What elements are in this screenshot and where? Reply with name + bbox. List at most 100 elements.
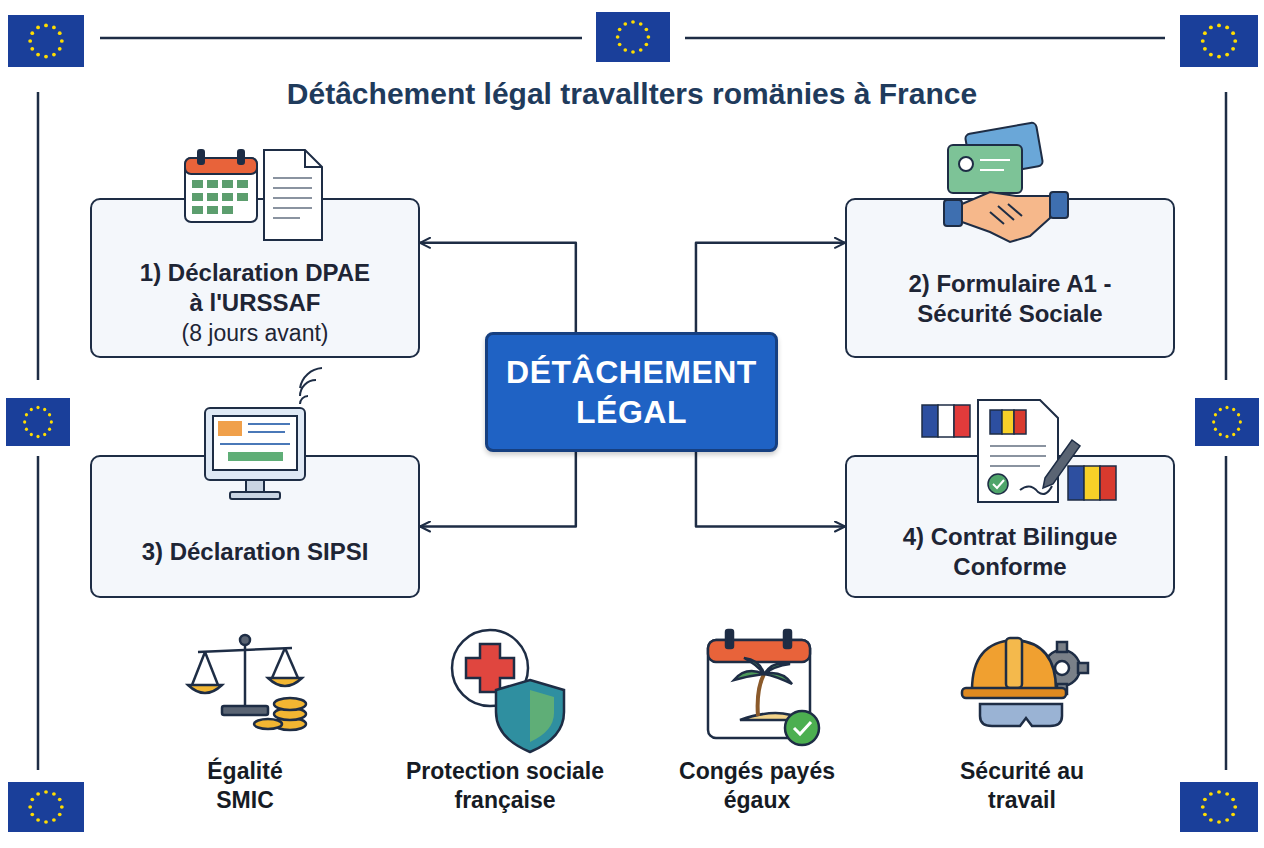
icon-part (466, 644, 514, 692)
icon-part (708, 640, 810, 662)
icon-part (192, 652, 205, 685)
eu-flags (6, 12, 1259, 832)
icon-part (922, 405, 938, 437)
icon-part (785, 711, 819, 745)
node-note: (8 jours avant) (181, 318, 328, 348)
icon-part (1057, 642, 1067, 652)
icon-part (948, 145, 1022, 193)
icon-part (205, 652, 218, 685)
icon-part (1195, 398, 1259, 446)
icon-part (959, 157, 973, 171)
icon-part (1225, 456, 1228, 770)
arrow-connector (696, 243, 845, 332)
icon-part (1036, 663, 1046, 673)
hard-hat-icon (962, 638, 1088, 726)
icon-part (185, 158, 257, 174)
icon-part (1225, 92, 1228, 380)
icon-part (938, 405, 954, 437)
benefit-label: Protection sociale française (385, 757, 625, 815)
icon-part (198, 648, 292, 652)
step-box: 1) Déclaration DPAE à l'URSSAF(8 jours a… (90, 198, 420, 358)
icon-part (452, 630, 528, 706)
icon-part (222, 706, 268, 715)
icon-part (1014, 410, 1026, 434)
icon-part (305, 150, 322, 167)
icon-part (273, 187, 312, 189)
node-title: 1) Déclaration DPAE à l'URSSAF (132, 258, 378, 318)
icon-part (248, 423, 290, 425)
step-box: 4) Contrat Bilingue Conforme (845, 455, 1175, 598)
icon-part (758, 674, 764, 716)
arrow-connector (696, 452, 845, 527)
icon-part (254, 719, 282, 729)
icon-part (244, 636, 247, 706)
icon-part (1006, 638, 1022, 688)
icon-part (207, 180, 218, 188)
icon-part (37, 92, 40, 380)
icon-part (220, 443, 290, 445)
icon-part (784, 630, 791, 648)
scale-icon (188, 635, 306, 730)
icon-part (990, 445, 1046, 447)
icon-part (274, 708, 306, 720)
arrow-connector (420, 452, 576, 527)
icon-part (1078, 663, 1088, 673)
icon-part (980, 169, 1004, 171)
icon-part (198, 150, 204, 164)
icon-part (980, 159, 1010, 161)
icon-part (596, 12, 670, 62)
benefit-label: Congés payés égaux (667, 757, 847, 815)
icon-part (1057, 684, 1067, 694)
icon-part (685, 37, 1165, 40)
icon-part (1180, 15, 1258, 67)
node-title: 2) Formulaire A1 - Sécurité Sociale (887, 269, 1133, 329)
icon-part (708, 640, 810, 738)
icon-part (990, 410, 1002, 434)
benefit-label: Égalité SMIC (185, 757, 305, 815)
node-title: 4) Contrat Bilingue Conforme (887, 522, 1133, 582)
icon-part (726, 630, 733, 648)
central-box: DÉTÂCHEMENT LÉGAL (485, 332, 778, 452)
border-lines (38, 38, 1226, 770)
icon-part (274, 718, 306, 730)
arrow-connector (420, 243, 576, 332)
icon-part (1002, 410, 1014, 434)
icon-part (794, 722, 811, 734)
icon-part (496, 680, 564, 752)
icon-part (218, 421, 242, 436)
icon-part (273, 177, 312, 179)
icon-part (37, 456, 40, 770)
icon-part (734, 658, 792, 684)
icon-part (268, 678, 302, 686)
icon-part (980, 704, 1062, 726)
health-shield-icon (452, 630, 564, 752)
icon-part (972, 640, 1056, 690)
icon-part (954, 405, 970, 437)
icon-part (8, 15, 84, 67)
icon-part (1055, 661, 1069, 675)
step-box: 2) Formulaire A1 - Sécurité Sociale (845, 198, 1175, 358)
holiday-calendar-icon (708, 630, 819, 745)
icon-part (240, 635, 250, 645)
step-box: 3) Déclaration SIPSI (90, 455, 420, 598)
icon-part (8, 782, 84, 832)
node-title: DÉTÂCHEMENT LÉGAL (498, 352, 765, 432)
benefit-label: Sécurité au travail (952, 757, 1092, 815)
icon-part (740, 713, 802, 720)
icon-part (192, 180, 203, 188)
icon-part (1180, 782, 1258, 832)
node-title: 3) Déclaration SIPSI (142, 537, 369, 567)
icon-part (962, 688, 1066, 698)
icon-part (188, 685, 222, 693)
icon-part (6, 398, 70, 446)
icon-part (530, 690, 554, 742)
icon-part (285, 648, 298, 678)
icon-part (100, 37, 582, 40)
icon-part (222, 180, 233, 188)
icon-part (248, 431, 285, 433)
icon-part (272, 648, 285, 678)
icon-part (1044, 650, 1080, 686)
diagram-title: Détâchement légal travallters romänies à… (100, 74, 1164, 114)
icon-part (274, 698, 306, 710)
